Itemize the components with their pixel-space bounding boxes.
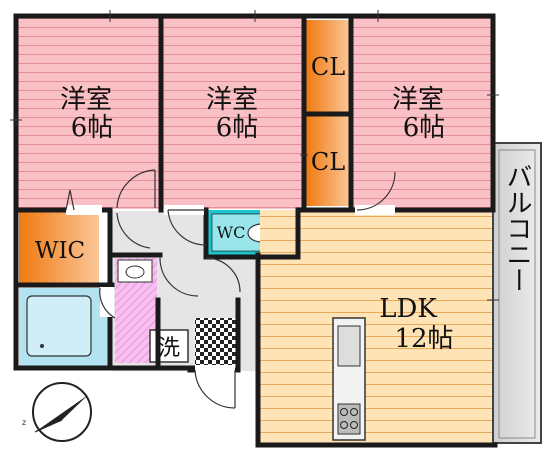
sink-icon <box>337 325 361 367</box>
balcony <box>492 142 542 444</box>
closet-bottom-label: CL <box>311 148 345 176</box>
wc-label: WC <box>217 223 246 242</box>
bedroom-3-name: 洋室 <box>392 85 444 115</box>
closet-bottom <box>306 116 350 206</box>
walk-in-closet <box>19 211 99 284</box>
north-arrow-icon: z <box>22 382 92 442</box>
stove-icon <box>337 403 361 435</box>
wic-label: WIC <box>35 238 85 264</box>
bedroom-1 <box>17 17 160 209</box>
ldk-size: 12帖 <box>394 324 453 354</box>
bedroom-1-size: 6帖 <box>71 113 114 143</box>
svg-text:z: z <box>22 418 26 427</box>
bedroom-2-name: 洋室 <box>206 85 258 115</box>
entrance-floor <box>195 318 237 368</box>
bedroom-2 <box>163 17 303 209</box>
bedroom-3-size: 6帖 <box>403 113 446 143</box>
balcony-label: バルコニー <box>502 163 532 293</box>
ldk-name: LDK <box>379 294 437 324</box>
living-dining-kitchen <box>260 210 492 443</box>
bathtub-icon <box>26 295 92 357</box>
closet-top-label: CL <box>311 53 345 81</box>
bedroom-1-name: 洋室 <box>60 85 112 115</box>
bedroom-3 <box>352 17 492 209</box>
laundry-label: 洗 <box>158 336 180 361</box>
bedroom-2-size: 6帖 <box>216 113 259 143</box>
closet-top <box>306 20 350 112</box>
